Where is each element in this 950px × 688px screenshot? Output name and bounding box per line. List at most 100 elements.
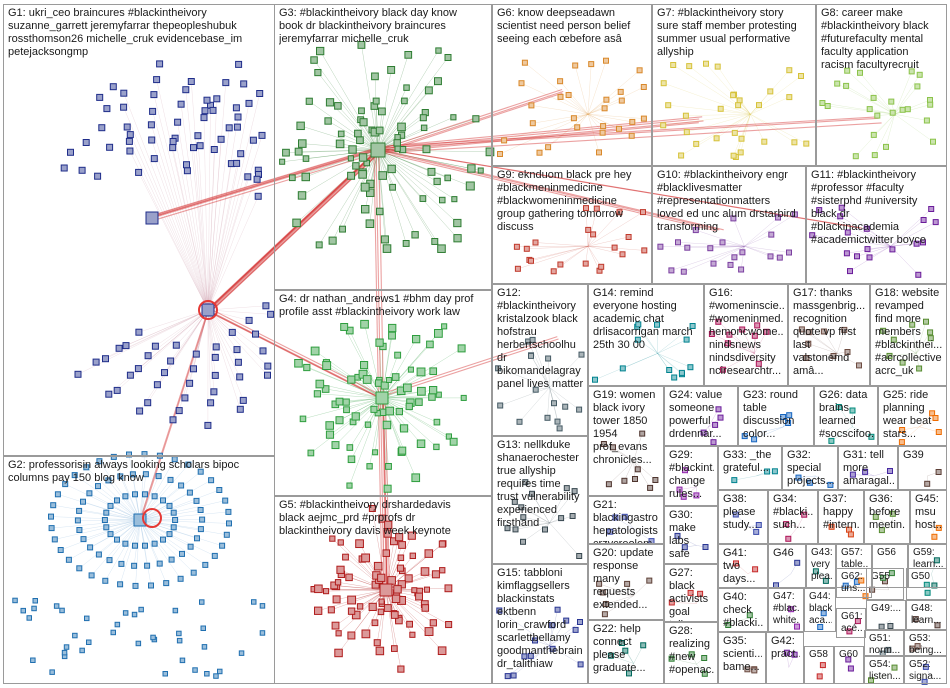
node-g3 xyxy=(358,170,367,179)
group-cell-g12: G12: #blackintheivory kristalzook black … xyxy=(492,284,588,436)
edge-g2 xyxy=(139,489,220,521)
edge-g5 xyxy=(385,533,388,591)
group-cell-g33: G33: _the grateful... xyxy=(718,446,782,490)
edge-g8 xyxy=(859,72,895,115)
node-g4 xyxy=(416,439,426,448)
group-cell-g9: G9: eknduom black pre hey #blackmeninmed… xyxy=(492,166,652,284)
bundle-edge xyxy=(379,147,863,229)
node-g3 xyxy=(453,234,462,243)
edge-g5 xyxy=(379,589,387,651)
group-cell-g26: G26: data brains learned #socscifoo... xyxy=(814,386,878,446)
group-label-g37: G37: happy #intern... xyxy=(823,493,860,531)
node-g1 xyxy=(150,155,158,163)
edge-g11 xyxy=(812,235,891,247)
node-g2 xyxy=(226,520,232,527)
edge-g8 xyxy=(894,114,927,121)
bundle-edge xyxy=(150,149,378,219)
node-g3 xyxy=(472,115,480,123)
bundle-edge xyxy=(375,145,385,587)
group-label-g39: G39 xyxy=(903,449,924,461)
edge-g7 xyxy=(668,105,751,115)
node-g2 xyxy=(166,502,173,509)
node-g2 xyxy=(83,464,90,471)
edge-g2 xyxy=(113,456,141,521)
node-g4 xyxy=(383,484,392,493)
group-cell-g52: G52: signa... xyxy=(904,656,947,684)
node-g1 xyxy=(196,142,204,150)
group-label-g32: G32: special projects... xyxy=(787,449,834,487)
node-g4 xyxy=(385,463,392,470)
group-label-g16: G16: #womeninscie... #womeninmed... hemo… xyxy=(709,287,784,377)
group-label-g12: G12: #blackintheivory kristalzook black … xyxy=(497,287,584,390)
edge-g11 xyxy=(890,243,917,247)
node-g3 xyxy=(292,218,301,228)
node-g2 xyxy=(61,649,68,656)
edge-g1 xyxy=(127,126,209,311)
group-label-g29: G29: #blackint... change rules... xyxy=(669,449,714,500)
edge-g1 xyxy=(172,147,209,311)
node-g4 xyxy=(351,412,360,421)
edge-g14 xyxy=(637,339,658,354)
node-g2 xyxy=(202,561,209,568)
edge-g1 xyxy=(207,309,268,367)
node-g1 xyxy=(253,175,261,183)
edge-g21 xyxy=(610,528,634,532)
edge-g12 xyxy=(530,355,550,388)
group-label-g53: G53: being... xyxy=(909,633,942,656)
node-g2 xyxy=(142,471,149,478)
edge-g1 xyxy=(207,105,211,311)
edge-g15 xyxy=(513,645,550,676)
edge-g2 xyxy=(139,455,161,521)
group-label-g59: G59: learn... xyxy=(913,547,943,570)
node-g3 xyxy=(310,56,318,64)
node-g3 xyxy=(348,145,357,154)
edge-g1 xyxy=(207,176,248,311)
edge-g5 xyxy=(338,589,387,634)
edge-g11 xyxy=(866,228,891,247)
bundle-edge xyxy=(207,153,378,315)
node-g3 xyxy=(424,86,433,95)
node-g3 xyxy=(358,107,365,115)
edge-g2 xyxy=(139,519,198,539)
edge-g2 xyxy=(91,519,141,576)
node-g1 xyxy=(144,399,152,407)
edge-g2 xyxy=(83,519,141,540)
edge-g3 xyxy=(374,76,379,151)
node-g3 xyxy=(435,47,442,54)
node-g3 xyxy=(419,114,427,122)
node-g1 xyxy=(201,107,209,115)
group-label-g40: G40: check #blacki... xyxy=(723,591,764,629)
hub-node-g1-secondary xyxy=(145,211,159,225)
node-g3 xyxy=(339,225,346,233)
edge-g3 xyxy=(377,127,425,151)
edge-g2 xyxy=(79,519,141,569)
group-label-g10: G10: #blackintheivory engr #blacklivesma… xyxy=(657,169,796,233)
node-g2 xyxy=(57,547,64,553)
edge-g19 xyxy=(603,443,634,461)
node-g3 xyxy=(305,97,313,105)
edge-g12 xyxy=(547,387,550,418)
edge-g1 xyxy=(152,111,209,311)
edge-g15 xyxy=(530,645,550,657)
edge-g5 xyxy=(385,589,395,649)
node-g2 xyxy=(63,644,70,650)
node-g1 xyxy=(245,99,253,107)
group-cell-g16: G16: #womeninscie... #womeninmed... hemo… xyxy=(704,284,788,386)
edge-g8 xyxy=(827,105,895,115)
node-g2 xyxy=(76,507,83,514)
node-g3 xyxy=(411,231,419,239)
node-g4 xyxy=(375,338,384,347)
node-g1 xyxy=(187,78,195,85)
node-g1 xyxy=(262,302,270,310)
node-g3 xyxy=(328,236,337,245)
edge-g8 xyxy=(894,71,912,115)
edge-g1 xyxy=(155,309,209,347)
edge-g18 xyxy=(889,353,917,357)
edge-g2 xyxy=(79,519,141,531)
edge-g10 xyxy=(744,246,771,257)
hub-node-g3 xyxy=(370,142,386,158)
bundle-edge xyxy=(139,309,209,520)
edge-g10 xyxy=(733,218,745,247)
edge-g22 xyxy=(633,645,644,664)
